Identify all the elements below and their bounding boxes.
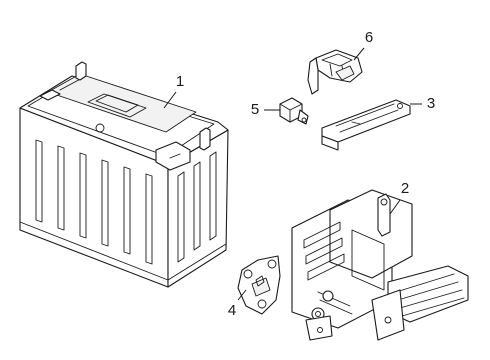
callout-6-label: 6: [365, 29, 373, 46]
callout-4-leader: [237, 289, 247, 301]
callout-1-leader: [163, 91, 177, 109]
callout-4-label: 4: [228, 302, 236, 319]
callout-6: 6: [353, 29, 373, 61]
callout-2-label: 2: [401, 180, 409, 197]
callout-2-leader: [389, 199, 401, 215]
callout-5-label: 5: [251, 101, 259, 118]
battery-part: [19, 61, 229, 288]
callout-2: 2: [389, 180, 409, 215]
callout-6-leader: [353, 47, 365, 61]
callout-3: 3: [410, 95, 435, 112]
bracket-tray-part: [291, 189, 469, 341]
callout-1: 1: [163, 73, 184, 109]
callout-4: 4: [228, 289, 247, 319]
sensor-part: [279, 97, 309, 125]
terminal-clip-part: [307, 49, 363, 95]
callout-5: 5: [251, 101, 280, 118]
callout-3-label: 3: [427, 95, 435, 112]
callout-1-label: 1: [176, 73, 184, 90]
hold-down-clamp-part: [321, 99, 411, 151]
mount-plate-part: [237, 255, 281, 315]
